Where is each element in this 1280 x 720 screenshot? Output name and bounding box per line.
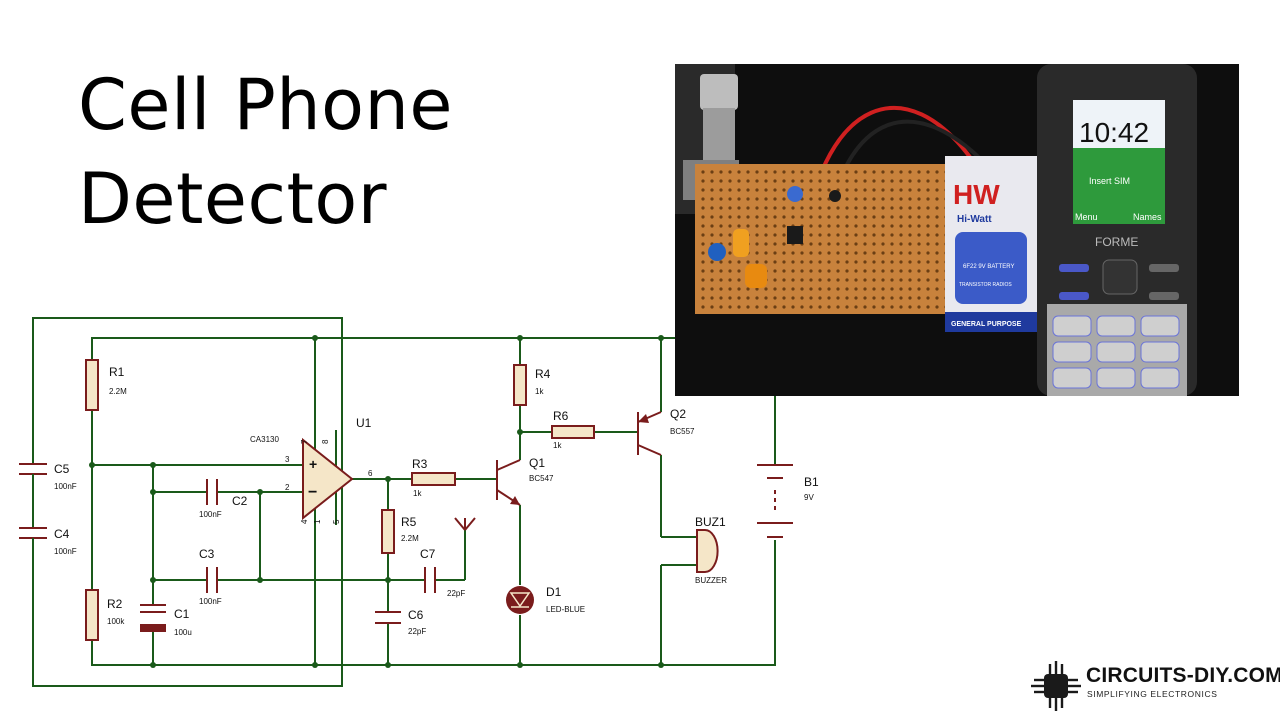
circuit-schematic: .w { stroke:#1a5a1a; stroke-width:2; fil… bbox=[19, 317, 819, 687]
svg-text:2.2M: 2.2M bbox=[109, 387, 127, 396]
svg-text:R6: R6 bbox=[553, 409, 569, 423]
svg-text:100nF: 100nF bbox=[54, 482, 77, 491]
svg-text:D1: D1 bbox=[546, 585, 562, 599]
svg-text:U1: U1 bbox=[356, 416, 372, 430]
svg-text:9V: 9V bbox=[804, 493, 814, 502]
capacitor-c7: C7 22pF bbox=[420, 547, 465, 598]
svg-text:100k: 100k bbox=[107, 617, 125, 626]
resistor-r6: R6 1k bbox=[551, 409, 595, 450]
transistor-q1: Q1 BC547 bbox=[496, 456, 554, 506]
antenna-icon bbox=[454, 517, 476, 531]
svg-text:6F22 9V BATTERY: 6F22 9V BATTERY bbox=[963, 264, 1014, 270]
svg-text:100nF: 100nF bbox=[54, 547, 77, 556]
logo-tagline: SIMPLIFYING ELECTRONICS bbox=[1087, 689, 1218, 699]
svg-text:C3: C3 bbox=[199, 547, 215, 561]
svg-text:Insert SIM: Insert SIM bbox=[1089, 176, 1130, 186]
circuit-photo: HW Hi-Watt 6F22 9V BATTERY TRANSISTOR RA… bbox=[675, 64, 1239, 396]
svg-text:1k: 1k bbox=[413, 489, 422, 498]
svg-text:BC557: BC557 bbox=[670, 427, 695, 436]
capacitor-c3: C3 100nF bbox=[199, 547, 222, 606]
svg-text:CA3130: CA3130 bbox=[250, 435, 279, 444]
svg-text:BUZ1: BUZ1 bbox=[695, 515, 726, 529]
svg-text:7: 7 bbox=[300, 439, 309, 444]
capacitor-c6: C6 22pF bbox=[375, 608, 426, 636]
svg-text:C6: C6 bbox=[408, 608, 424, 622]
resistor-r5: R5 2.2M bbox=[381, 509, 419, 554]
svg-text:C7: C7 bbox=[420, 547, 436, 561]
resistor-r3: R3 1k bbox=[411, 457, 456, 498]
svg-text:R4: R4 bbox=[535, 367, 551, 381]
svg-text:100nF: 100nF bbox=[199, 597, 222, 606]
resistor-r1: R1 2.2M bbox=[85, 359, 127, 411]
svg-text:+: + bbox=[309, 456, 317, 472]
svg-text:LED-BLUE: LED-BLUE bbox=[546, 605, 585, 614]
svg-text:4: 4 bbox=[300, 519, 309, 524]
svg-text:BC547: BC547 bbox=[529, 474, 554, 483]
battery-photo: HW Hi-Watt 6F22 9V BATTERY TRANSISTOR RA… bbox=[945, 156, 1041, 332]
title-line-2: Detector bbox=[78, 158, 388, 240]
site-logo: CIRCUITS-DIY.COM SIMPLIFYING ELECTRONICS bbox=[1030, 656, 1280, 716]
svg-text:TRANSISTOR RADIOS: TRANSISTOR RADIOS bbox=[959, 282, 1012, 288]
led-d1: D1 LED-BLUE bbox=[506, 585, 585, 614]
svg-text:Q1: Q1 bbox=[529, 456, 545, 470]
svg-text:100nF: 100nF bbox=[199, 510, 222, 519]
capacitor-c4: C4 100nF bbox=[19, 527, 77, 556]
chip-icon bbox=[1031, 661, 1081, 711]
svg-text:8: 8 bbox=[321, 439, 330, 444]
svg-text:Menu: Menu bbox=[1075, 212, 1098, 222]
svg-text:Names: Names bbox=[1133, 212, 1162, 222]
resistor-r4: R4 1k bbox=[513, 364, 551, 406]
svg-text:6: 6 bbox=[368, 469, 373, 478]
svg-text:1k: 1k bbox=[535, 387, 544, 396]
svg-text:HW: HW bbox=[953, 179, 1000, 210]
svg-text:Hi-Watt: Hi-Watt bbox=[957, 214, 992, 225]
opamp-u1: + − U1 CA3130 3 2 6 7 8 4 1 5 bbox=[250, 416, 373, 524]
capacitor-c2: C2 100nF bbox=[199, 479, 248, 519]
svg-text:1: 1 bbox=[313, 519, 322, 524]
svg-text:FORME: FORME bbox=[1095, 235, 1138, 249]
svg-text:1k: 1k bbox=[553, 441, 562, 450]
capacitor-c1: C1 100u bbox=[140, 604, 192, 637]
svg-text:−: − bbox=[308, 484, 317, 501]
buzzer-buz1: BUZ1 BUZZER bbox=[695, 515, 727, 585]
page-title: Cell Phone Detector bbox=[78, 58, 453, 246]
svg-text:R5: R5 bbox=[401, 515, 417, 529]
svg-text:2: 2 bbox=[285, 483, 290, 492]
svg-text:C4: C4 bbox=[54, 527, 70, 541]
svg-text:22pF: 22pF bbox=[447, 589, 465, 598]
svg-text:R1: R1 bbox=[109, 365, 125, 379]
svg-text:Q2: Q2 bbox=[670, 407, 686, 421]
svg-text:100u: 100u bbox=[174, 628, 192, 637]
svg-text:10:42: 10:42 bbox=[1079, 117, 1149, 148]
svg-text:C5: C5 bbox=[54, 462, 70, 476]
svg-text:2.2M: 2.2M bbox=[401, 534, 419, 543]
svg-text:C2: C2 bbox=[232, 494, 248, 508]
resistor-r2: R2 100k bbox=[85, 589, 125, 641]
svg-text:R3: R3 bbox=[412, 457, 428, 471]
svg-text:R2: R2 bbox=[107, 597, 123, 611]
logo-name: CIRCUITS-DIY.COM bbox=[1086, 664, 1280, 687]
capacitor-c5: C5 100nF bbox=[19, 450, 77, 528]
svg-text:C1: C1 bbox=[174, 607, 190, 621]
svg-text:B1: B1 bbox=[804, 475, 819, 489]
title-line-1: Cell Phone bbox=[78, 64, 453, 146]
battery-b1: B1 9V bbox=[757, 464, 819, 538]
svg-text:3: 3 bbox=[285, 455, 290, 464]
svg-text:BUZZER: BUZZER bbox=[695, 576, 727, 585]
svg-text:5: 5 bbox=[332, 519, 341, 524]
transistor-q2: Q2 BC557 bbox=[637, 407, 695, 456]
svg-text:22pF: 22pF bbox=[408, 627, 426, 636]
phone-photo: 10:42 Insert SIM Menu Names FORME bbox=[1037, 64, 1197, 396]
svg-text:GENERAL PURPOSE: GENERAL PURPOSE bbox=[951, 321, 1022, 328]
wires bbox=[32, 317, 776, 687]
